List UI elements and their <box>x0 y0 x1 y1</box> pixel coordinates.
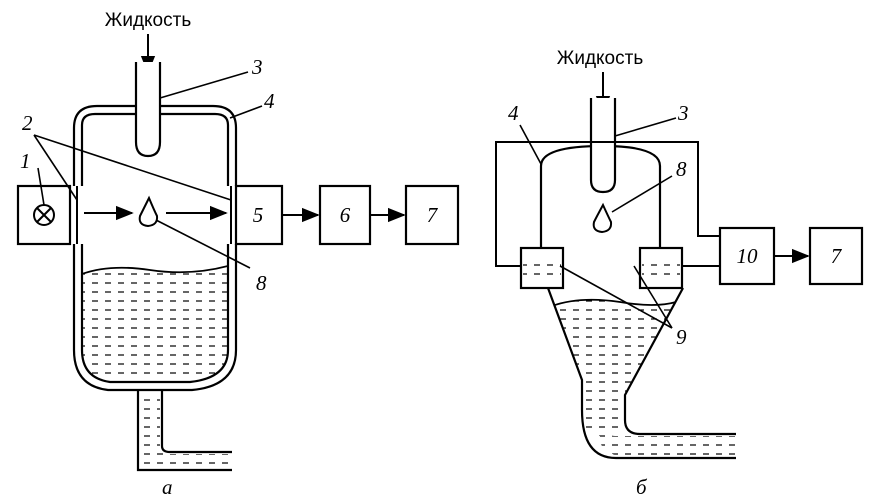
block-7-b-label: 7 <box>831 244 843 268</box>
inlet-pipe-a <box>134 62 162 158</box>
callout-4-a: 4 <box>264 89 275 113</box>
leader-8-a <box>155 219 251 269</box>
caption-b: б <box>636 475 648 499</box>
callout-4-b: 4 <box>508 101 519 125</box>
panel-b: Жидкость 10 7 <box>495 48 864 499</box>
outlet-pipe-inner-a <box>160 390 232 454</box>
leader-1 <box>37 167 45 206</box>
leader-8-b <box>611 175 673 213</box>
callout-3-a: 3 <box>251 55 263 79</box>
leader-4-b <box>519 124 542 165</box>
inlet-label-a: Жидкость <box>105 10 192 31</box>
block-10-label: 10 <box>737 244 759 268</box>
callout-9: 9 <box>676 325 687 349</box>
callout-3-b: 3 <box>677 101 689 125</box>
caption-a: а <box>162 475 173 499</box>
leader-9-left <box>559 265 673 329</box>
callout-8-a: 8 <box>256 271 267 295</box>
inlet-label-b: Жидкость <box>557 48 644 69</box>
panel-a: Жидкость 5 <box>16 10 460 499</box>
outlet-liquid-a <box>140 392 232 468</box>
block-5 <box>234 184 284 246</box>
liquid-a <box>82 265 228 382</box>
leader-2-left <box>33 134 78 201</box>
block-7-a <box>404 184 460 246</box>
leader-3-b <box>614 117 677 137</box>
leader-2-right <box>33 134 232 201</box>
block-6 <box>318 184 372 246</box>
outlet-liquid-b <box>599 436 736 456</box>
cone-wall-right-b <box>623 287 736 436</box>
vessel-inner-wall-a <box>80 112 230 384</box>
inlet-pipe-b <box>589 98 617 194</box>
droplet-icon-b <box>592 202 613 234</box>
droplet-icon-a <box>138 195 159 228</box>
outlet-pipe-outer-a <box>136 390 232 472</box>
sensor-left-b-fill <box>523 258 561 278</box>
vessel-outer-wall-a <box>72 104 238 392</box>
wire-left-sensor <box>495 141 720 267</box>
cone-wall-left-b <box>546 287 736 460</box>
sensor-right-b-fill <box>642 258 680 278</box>
leader-9-right <box>633 265 673 329</box>
callout-1: 1 <box>20 149 31 173</box>
leader-3-a <box>159 71 249 99</box>
block-7-a-label: 7 <box>427 203 439 227</box>
light-source-box <box>16 184 72 246</box>
liquid-b <box>548 298 683 436</box>
block-6-label: 6 <box>340 203 351 227</box>
lamp-icon-cross-2 <box>36 207 52 223</box>
callout-2: 2 <box>22 111 33 135</box>
callout-8-b: 8 <box>676 157 687 181</box>
block-5-label: 5 <box>253 203 264 227</box>
block-7-b <box>808 226 864 286</box>
leader-4-a <box>229 105 263 119</box>
